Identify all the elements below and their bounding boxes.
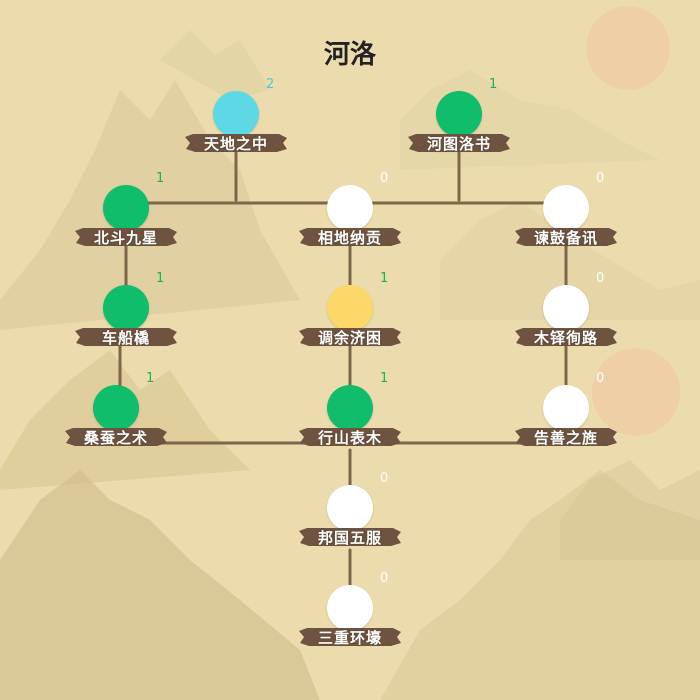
tech-node-plaque: 告善之旌 bbox=[513, 425, 619, 449]
tech-node-count: 1 bbox=[156, 171, 165, 186]
tech-node-plaque: 三重环壕 bbox=[297, 625, 403, 649]
tech-node-count: 2 bbox=[266, 77, 275, 92]
tech-node-chechuanqiao[interactable]: 1 车船橇 bbox=[61, 271, 191, 375]
tech-node-plaque: 相地纳贡 bbox=[297, 225, 403, 249]
tech-node-label: 调余济困 bbox=[317, 329, 382, 347]
tech-node-circle[interactable] bbox=[327, 285, 373, 331]
tech-node-count: 0 bbox=[596, 171, 605, 186]
tech-node-label: 告善之旌 bbox=[533, 429, 598, 447]
tech-node-label: 北斗九星 bbox=[93, 229, 158, 247]
tech-node-label: 河图洛书 bbox=[426, 135, 491, 153]
page-title: 河洛 bbox=[323, 40, 376, 70]
tech-node-count: 0 bbox=[380, 171, 389, 186]
tech-node-circle[interactable] bbox=[103, 185, 149, 231]
tech-node-circle[interactable] bbox=[327, 385, 373, 431]
tech-node-count: 1 bbox=[489, 77, 498, 92]
tech-node-count: 0 bbox=[380, 571, 389, 586]
tech-node-tiaoyu-jikun[interactable]: 1 调余济困 bbox=[285, 271, 415, 375]
tech-node-count: 0 bbox=[596, 271, 605, 286]
tech-node-circle[interactable] bbox=[327, 485, 373, 531]
plaque-banner-icon bbox=[299, 328, 401, 346]
tech-node-cancan-zhishu[interactable]: 1 桑蚕之术 bbox=[51, 371, 181, 475]
tech-node-label: 三重环壕 bbox=[317, 629, 382, 647]
tech-node-plaque: 调余济困 bbox=[297, 325, 403, 349]
tech-node-label: 桑蚕之术 bbox=[83, 429, 148, 447]
tech-node-circle[interactable] bbox=[543, 285, 589, 331]
tech-node-label: 相地纳贡 bbox=[317, 229, 382, 247]
tech-node-plaque: 木铎徇路 bbox=[513, 325, 619, 349]
tech-node-label: 车船橇 bbox=[101, 329, 150, 347]
plaque-banner-icon bbox=[65, 428, 167, 446]
tech-node-plaque: 桑蚕之术 bbox=[63, 425, 169, 449]
tech-node-label: 谏鼓备讯 bbox=[533, 229, 598, 247]
tech-node-plaque: 北斗九星 bbox=[73, 225, 179, 249]
plaque-banner-icon bbox=[299, 428, 401, 446]
tech-node-plaque: 车船橇 bbox=[73, 325, 179, 349]
tech-node-count: 0 bbox=[596, 371, 605, 386]
tech-node-circle[interactable] bbox=[213, 91, 259, 137]
tech-node-label: 天地之中 bbox=[203, 135, 268, 153]
tech-node-tiandi-zhizhong[interactable]: 2 天地之中 bbox=[171, 77, 301, 181]
tech-node-label: 邦国五服 bbox=[317, 529, 382, 547]
plaque-banner-icon bbox=[299, 228, 401, 246]
plaque-banner-icon bbox=[515, 428, 617, 446]
tech-node-bangguo-wufu[interactable]: 0 邦国五服 bbox=[285, 471, 415, 575]
plaque-banner-icon bbox=[515, 328, 617, 346]
tech-node-label: 行山表木 bbox=[317, 429, 382, 447]
plaque-banner-icon bbox=[408, 134, 510, 152]
tech-node-jiangu-beixun[interactable]: 0 谏鼓备讯 bbox=[501, 171, 631, 275]
tech-node-circle[interactable] bbox=[103, 285, 149, 331]
tech-node-hetu-luoshu[interactable]: 1 河图洛书 bbox=[394, 77, 524, 181]
tech-node-plaque: 天地之中 bbox=[183, 131, 289, 155]
tech-node-circle[interactable] bbox=[543, 185, 589, 231]
tech-node-circle[interactable] bbox=[327, 585, 373, 631]
plaque-banner-icon bbox=[75, 328, 177, 346]
tech-node-count: 1 bbox=[156, 271, 165, 286]
tech-node-circle[interactable] bbox=[327, 185, 373, 231]
plaque-banner-icon bbox=[185, 134, 287, 152]
tech-node-label: 木铎徇路 bbox=[533, 329, 598, 347]
plaque-banner-icon bbox=[75, 228, 177, 246]
tech-node-plaque: 行山表木 bbox=[297, 425, 403, 449]
tech-node-gaoshan-zhijing[interactable]: 0 告善之旌 bbox=[501, 371, 631, 475]
tech-node-circle[interactable] bbox=[93, 385, 139, 431]
tech-node-plaque: 谏鼓备讯 bbox=[513, 225, 619, 249]
plaque-banner-icon bbox=[515, 228, 617, 246]
tech-node-muduo-xunlu[interactable]: 0 木铎徇路 bbox=[501, 271, 631, 375]
tech-node-circle[interactable] bbox=[436, 91, 482, 137]
tech-node-beidou-jiuxing[interactable]: 1 北斗九星 bbox=[61, 171, 191, 275]
tech-node-count: 1 bbox=[380, 371, 389, 386]
plaque-banner-icon bbox=[299, 528, 401, 546]
tech-node-xiangdi-nagong[interactable]: 0 相地纳贡 bbox=[285, 171, 415, 275]
plaque-banner-icon bbox=[299, 628, 401, 646]
tech-node-plaque: 河图洛书 bbox=[406, 131, 512, 155]
tech-node-sanchong-huanhao[interactable]: 0 三重环壕 bbox=[285, 571, 415, 675]
tech-node-xingshan-biaomu[interactable]: 1 行山表木 bbox=[285, 371, 415, 475]
tech-node-plaque: 邦国五服 bbox=[297, 525, 403, 549]
tech-node-count: 0 bbox=[380, 471, 389, 486]
tech-node-count: 1 bbox=[380, 271, 389, 286]
tech-node-count: 1 bbox=[146, 371, 155, 386]
tech-node-circle[interactable] bbox=[543, 385, 589, 431]
